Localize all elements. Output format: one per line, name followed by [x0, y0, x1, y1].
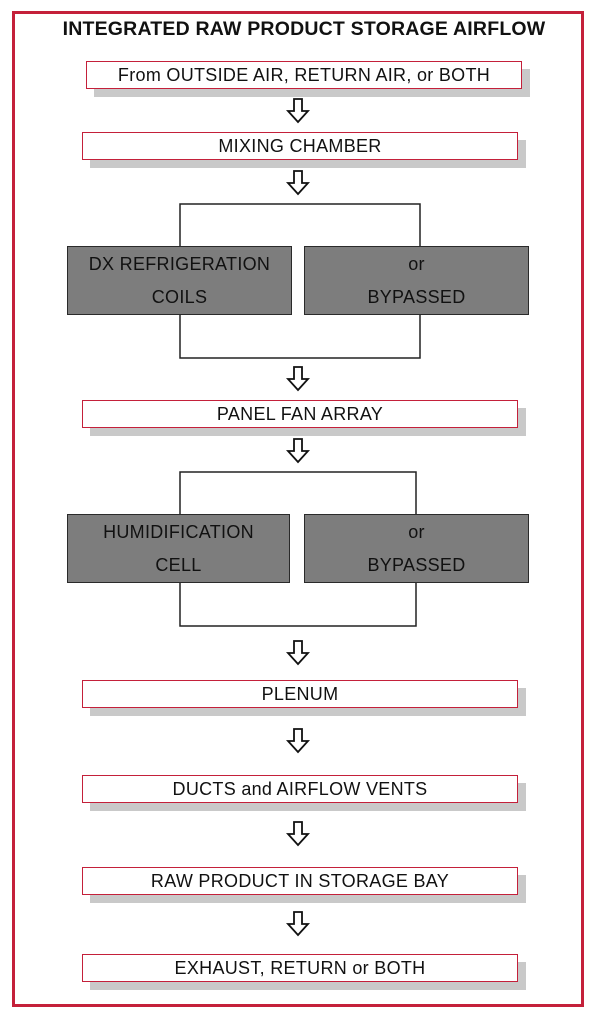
cell-label: CELL: [155, 554, 202, 575]
diagram-title: INTEGRATED RAW PRODUCT STORAGE AIRFLOW: [62, 18, 546, 40]
ducts-vents-label: DUCTS and AIRFLOW VENTS: [172, 778, 428, 799]
dx-refrigeration-coils-box: DX REFRIGERATION COILS: [67, 246, 292, 315]
down-arrow-icon: [285, 438, 311, 464]
cooling-or-label: or: [408, 253, 425, 274]
down-arrow-icon: [285, 170, 311, 196]
source-air-box: From OUTSIDE AIR, RETURN AIR, or BOTH: [86, 61, 522, 89]
exhaust-return-box: EXHAUST, RETURN or BOTH: [82, 954, 518, 982]
cooling-branch-bottom: [179, 315, 421, 359]
down-arrow-icon: [285, 728, 311, 754]
mixing-chamber-label: MIXING CHAMBER: [218, 135, 382, 156]
down-arrow-icon: [285, 98, 311, 124]
humidification-label: HUMIDIFICATION: [103, 521, 254, 542]
down-arrow-icon: [285, 640, 311, 666]
humidity-or-label: or: [408, 521, 425, 542]
humidification-cell-box: HUMIDIFICATION CELL: [67, 514, 290, 583]
outer-frame: [12, 11, 584, 1007]
storage-bay-box: RAW PRODUCT IN STORAGE BAY: [82, 867, 518, 895]
down-arrow-icon: [285, 911, 311, 937]
exhaust-return-label: EXHAUST, RETURN or BOTH: [174, 957, 426, 978]
ducts-vents-box: DUCTS and AIRFLOW VENTS: [82, 775, 518, 803]
down-arrow-icon: [285, 366, 311, 392]
plenum-box: PLENUM: [82, 680, 518, 708]
cooling-bypassed-label: BYPASSED: [367, 286, 466, 307]
humidity-branch-top: [179, 471, 417, 514]
down-arrow-icon: [285, 821, 311, 847]
cooling-bypass-box: or BYPASSED: [304, 246, 529, 315]
mixing-chamber-box: MIXING CHAMBER: [82, 132, 518, 160]
humidity-branch-bottom: [179, 583, 417, 627]
cooling-branch-top: [179, 203, 421, 246]
dx-refrigeration-label: DX REFRIGERATION: [88, 253, 271, 274]
plenum-label: PLENUM: [261, 683, 339, 704]
storage-bay-label: RAW PRODUCT IN STORAGE BAY: [150, 870, 450, 891]
humidity-bypass-box: or BYPASSED: [304, 514, 529, 583]
humidity-bypassed-label: BYPASSED: [367, 554, 466, 575]
panel-fan-array-label: PANEL FAN ARRAY: [216, 403, 384, 424]
panel-fan-array-box: PANEL FAN ARRAY: [82, 400, 518, 428]
coils-label: COILS: [151, 286, 208, 307]
source-air-label: From OUTSIDE AIR, RETURN AIR, or BOTH: [117, 64, 491, 85]
